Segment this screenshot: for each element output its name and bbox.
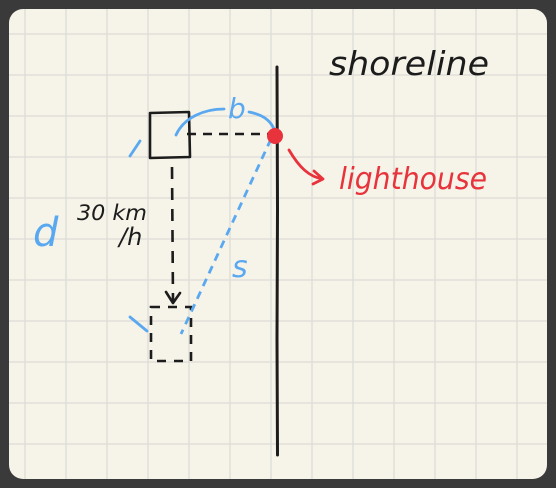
speed-label-top: 30 km [77, 201, 147, 225]
d-brace-top [128, 139, 142, 158]
boat-start-box [148, 110, 192, 160]
note-canvas: shoreline lighthouse b s d 30 km /h [9, 9, 547, 479]
s-label: s [232, 250, 248, 285]
speed-label-bottom: /h [117, 223, 142, 251]
distance-s-line [179, 138, 273, 335]
b-arc [174, 107, 277, 137]
travel-path-line [170, 166, 175, 302]
boat-end-box [149, 305, 193, 363]
b-label: b [228, 92, 246, 125]
sketch-diagram: shoreline lighthouse b s d 30 km /h [9, 9, 547, 479]
shoreline-label: shoreline [329, 44, 489, 83]
travel-arrowhead [164, 290, 182, 305]
lighthouse-arrow [287, 148, 325, 186]
d-brace-bottom [128, 315, 149, 333]
d-label: d [33, 210, 59, 256]
lighthouse-dot [267, 128, 283, 144]
grid [9, 9, 547, 479]
shoreline-line [275, 65, 280, 457]
lighthouse-label: lighthouse [339, 162, 487, 197]
